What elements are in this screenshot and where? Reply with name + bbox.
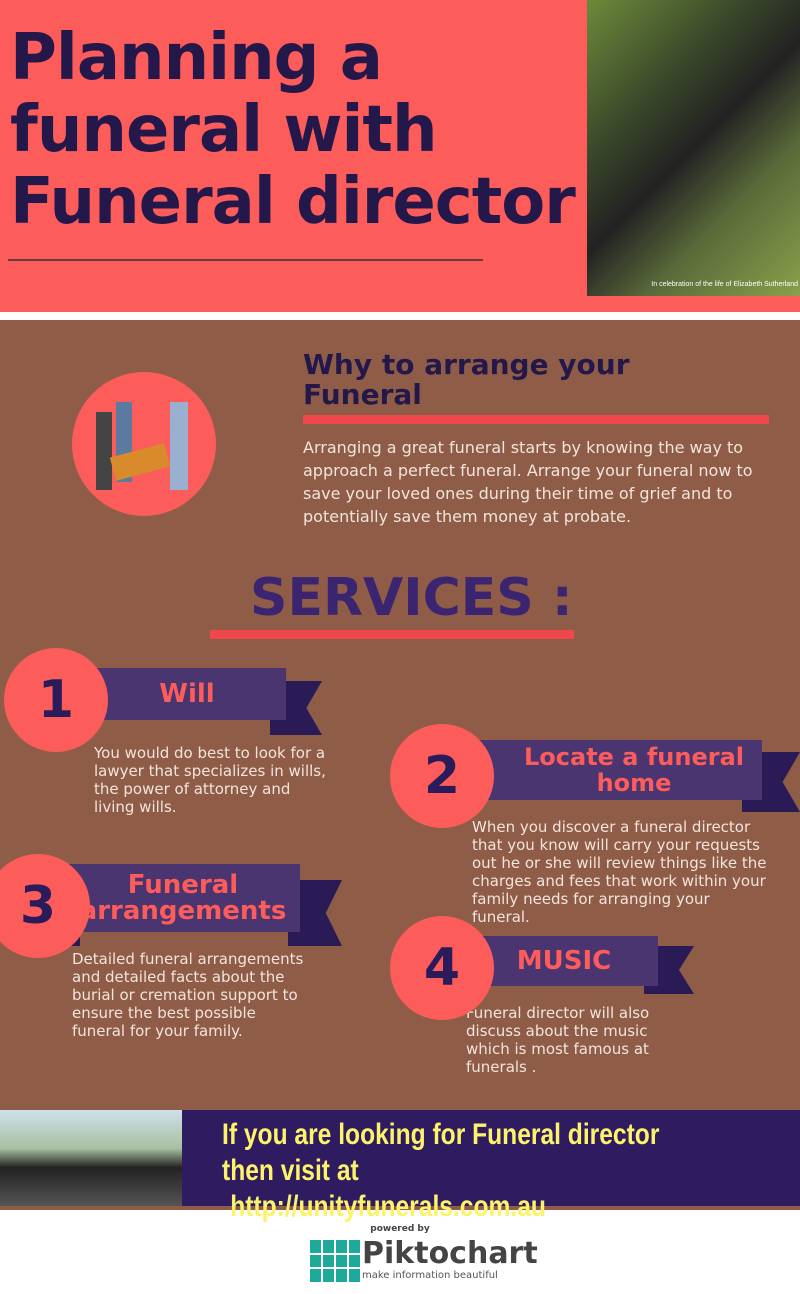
service-label-arrangements: Funeral arrangements (66, 864, 300, 932)
service-text-arrangements: Detailed funeral arrangements and detail… (72, 950, 304, 1040)
service-label-locate: Locate a funeral home (462, 740, 762, 800)
photo-caption: In celebration of the life of Elizabeth … (651, 281, 798, 288)
coffin-icon (96, 402, 188, 490)
footer-banner (182, 1110, 800, 1206)
service-number-3: 3 (0, 858, 86, 954)
service-text-music: Funeral director will also discuss about… (466, 1004, 650, 1076)
service-number-1: 1 (8, 652, 104, 748)
why-text: Arranging a great funeral starts by know… (303, 438, 753, 526)
service-label-will: Will (88, 668, 286, 720)
page-title: Planning a funeral with Funeral director (10, 21, 576, 239)
service-number-2: 2 (394, 728, 490, 824)
piktochart-logo-icon (310, 1240, 360, 1282)
funeral-photo: In celebration of the life of Elizabeth … (587, 0, 800, 296)
service-label-music: MUSIC (470, 936, 658, 986)
why-underline (303, 415, 769, 424)
website-link[interactable]: http://unityfunerals.com.au (230, 1190, 546, 1223)
piktochart-tagline: make information beautiful (362, 1270, 498, 1281)
service-number-4: 4 (394, 920, 490, 1016)
hearse-photo (0, 1110, 182, 1206)
service-text-will: You would do best to look for a lawyer t… (94, 744, 326, 816)
services-underline (210, 630, 574, 639)
powered-by: powered by (370, 1224, 430, 1234)
title-divider (8, 259, 483, 261)
footer-cta: If you are looking for Funeral director … (222, 1117, 696, 1225)
service-text-locate: When you discover a funeral director tha… (472, 818, 767, 926)
pallbearers-illustration (72, 372, 216, 516)
services-title: SERVICES : (250, 568, 573, 628)
piktochart-brand[interactable]: Piktochart (362, 1236, 538, 1271)
why-title: Why to arrange your Funeral (303, 348, 630, 411)
footer-cta-text: If you are looking for Funeral director … (222, 1118, 660, 1187)
